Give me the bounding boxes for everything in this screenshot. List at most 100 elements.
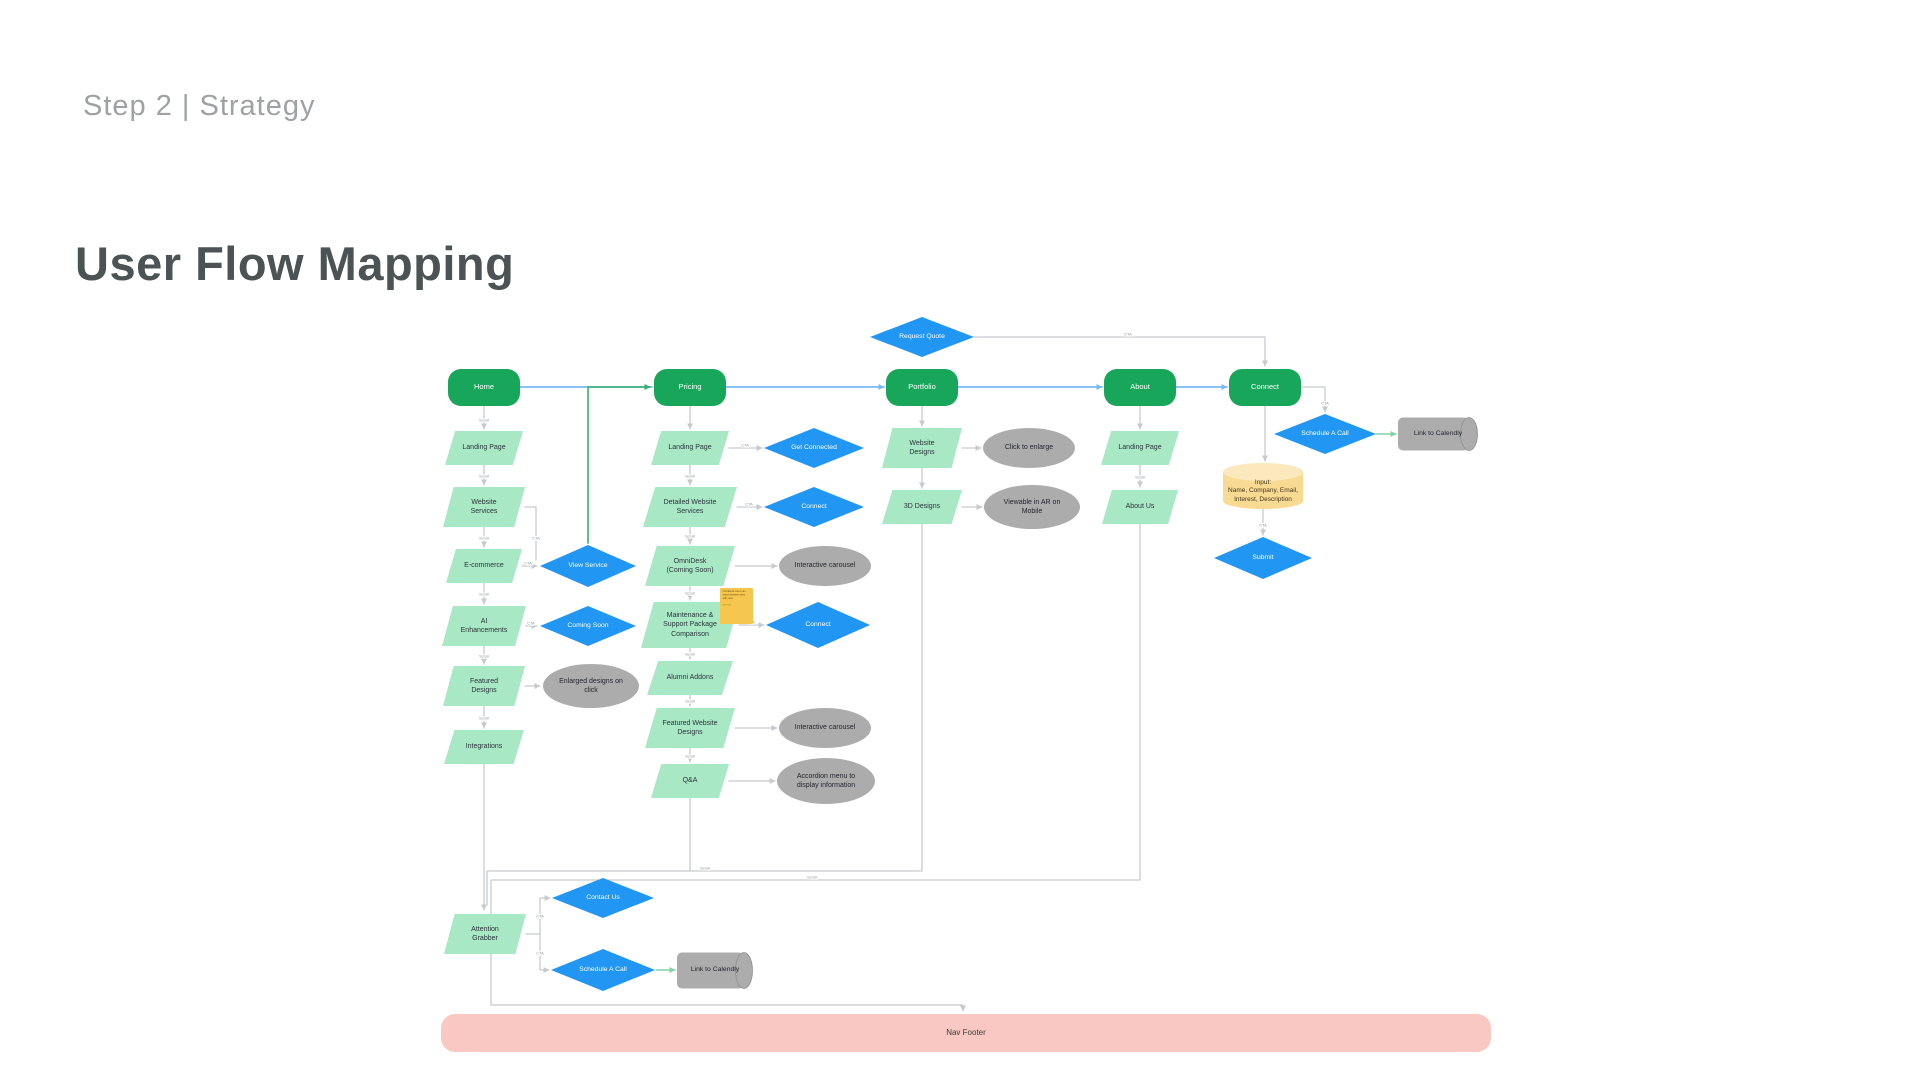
- edge-label: Scroll: [685, 698, 695, 703]
- sticky-note-line: switch between tiers: [722, 593, 746, 597]
- edge-label: Scroll: [685, 473, 695, 478]
- node-portfolio: Portfolio: [886, 368, 958, 406]
- node-label: Request Quote: [899, 332, 945, 340]
- edge-label: CTA: [741, 442, 749, 447]
- node-omnidesk: OmniDesk (Coming Soon): [645, 546, 735, 586]
- node-integrations: Integrations: [444, 730, 524, 764]
- node-label: Connect: [801, 502, 827, 510]
- node-label: Featured: [469, 677, 499, 685]
- edge-label: CTA: [536, 950, 544, 955]
- node-label: Accordion menu to: [796, 772, 856, 780]
- node-nav-footer: Nav Footer: [441, 1014, 1491, 1052]
- node-interactive-carousel-1: Interactive carousel: [779, 546, 871, 586]
- node-label: Schedule A Call: [1301, 429, 1349, 437]
- node-connect: Connect: [1229, 368, 1301, 406]
- node-interactive-carousel-2: Interactive carousel: [779, 708, 871, 748]
- edge-label: Scroll: [685, 590, 695, 595]
- node-label: Submit: [1252, 553, 1274, 561]
- node-label: Contact Us: [586, 893, 620, 901]
- cylinder-shape: [1398, 417, 1478, 451]
- sticky-note-line: OmniDesk users can: [722, 590, 746, 593]
- node-label: Comparison: [671, 630, 709, 638]
- node-label: Designs: [471, 687, 497, 694]
- node-label: View Service: [568, 561, 608, 569]
- node-label: OmniDesk: [673, 557, 707, 565]
- edge-label: CTA: [532, 535, 540, 540]
- node-label: Grabber: [472, 935, 498, 942]
- edge-label: CTA: [745, 501, 753, 506]
- node-accordion-menu: Accordion menu to display information: [777, 758, 875, 804]
- node-label: Enlarged designs on: [559, 677, 623, 685]
- node-label: AI: [480, 617, 488, 625]
- edge-label: Scroll: [700, 865, 710, 870]
- node-label: Designs: [909, 449, 935, 456]
- node-label: Click to enlarge: [1004, 444, 1054, 452]
- sticky-note-line: with ease: [722, 596, 734, 600]
- node-qa: Q&A: [651, 764, 729, 798]
- edge-label: Scroll: [479, 653, 489, 658]
- edge-label: CTA: [1321, 400, 1329, 405]
- edge-label: Scroll: [479, 715, 489, 720]
- node-label: Alumni Addons: [666, 674, 714, 682]
- node-label: Attention: [471, 925, 499, 933]
- node-label: About Us: [1125, 503, 1155, 511]
- node-label: Portfolio: [908, 382, 936, 392]
- flow-edge: [486, 523, 923, 906]
- node-label: E-commerce: [464, 562, 504, 570]
- node-label: click: [584, 687, 598, 694]
- edge-label: Scroll: [807, 874, 817, 879]
- node-label: Coming Soon: [567, 621, 609, 629]
- node-label: Link to Calendly: [690, 965, 740, 973]
- node-label: Featured Website: [662, 719, 718, 727]
- node-link-to-calendly-top: Link to Calendly: [1398, 417, 1478, 451]
- cylinder-shape: [677, 951, 753, 989]
- flow-edge: [539, 933, 550, 973]
- edge-label: Scroll: [479, 473, 489, 478]
- node-label: Input:: [1254, 478, 1272, 486]
- node-label: Connect: [805, 620, 831, 628]
- node-label: Link to Calendly: [1413, 429, 1463, 437]
- node-label: Landing Page: [1118, 444, 1162, 452]
- node-label: Services: [676, 508, 704, 515]
- edge-label: Scroll: [479, 417, 489, 422]
- node-label: Viewable in AR on: [1003, 498, 1061, 506]
- node-label: Services: [470, 508, 498, 515]
- node-alumni-addons: Alumni Addons: [647, 661, 733, 695]
- database-shape: [1223, 463, 1303, 509]
- node-label: (Coming Soon): [666, 567, 714, 574]
- sticky-note-footnote: tier note: [722, 603, 732, 607]
- node-link-to-calendly-bottom: Link to Calendly: [677, 951, 753, 989]
- edge-label: Scroll: [479, 591, 489, 596]
- step-label: Step 2 | Strategy: [83, 90, 316, 122]
- node-label: Website: [909, 439, 935, 447]
- node-label: Interactive carousel: [794, 724, 856, 732]
- node-label: display information: [796, 782, 856, 789]
- node-landing-page-pricing: Landing Page: [651, 431, 729, 465]
- edge-label: Scroll: [479, 535, 489, 540]
- node-label: Get Connected: [791, 443, 837, 451]
- node-label: Interest, Description: [1234, 495, 1292, 503]
- node-about: About: [1104, 368, 1176, 406]
- node-label: Website: [471, 498, 497, 506]
- edge-label: CTA: [1124, 331, 1132, 336]
- node-label: Schedule A Call: [579, 965, 627, 973]
- node-label: About: [1130, 382, 1150, 392]
- node-label: Maintenance &: [666, 612, 714, 620]
- node-e-commerce: E-commerce: [446, 549, 522, 583]
- node-click-to-enlarge: Click to enlarge: [983, 428, 1075, 468]
- edge-label: CTA: [1259, 522, 1267, 527]
- node-label: Connect: [1251, 382, 1279, 392]
- node-input-fields: Input:Name, Company, Email,Interest, Des…: [1223, 463, 1303, 509]
- node-label: Designs: [677, 729, 703, 736]
- node-label: Home: [473, 382, 494, 392]
